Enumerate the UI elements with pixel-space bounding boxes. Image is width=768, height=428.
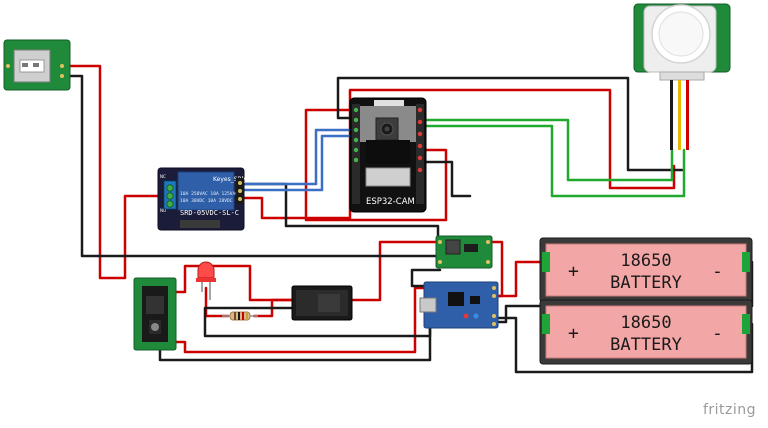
esp32-cam-board: ESP32-CAM	[349, 97, 427, 213]
battery-top: + - 18650 BATTERY	[539, 237, 753, 303]
wire-red-switch-boost	[348, 240, 442, 302]
relay-brand: Keyes_SRly	[213, 176, 247, 183]
relay-module: 10A 250VAC 10A 125VAC 10A 30VDC 10A 28VD…	[157, 167, 247, 231]
dc-jack-icon	[142, 286, 168, 342]
wire-red-relay-esp	[241, 104, 364, 220]
wire-red-charger-bat	[494, 260, 550, 298]
rocker-switch	[291, 285, 353, 321]
esp32-pins-left	[352, 104, 360, 204]
wire-red-dc-switch	[155, 264, 298, 302]
battery-bottom-model: 18650	[620, 313, 671, 333]
relay-nc-label: NC	[160, 174, 166, 179]
resistor	[222, 311, 258, 321]
relay-spec1: 10A 250VAC 10A 125VAC	[180, 191, 238, 197]
battery-top-model: 18650	[620, 251, 671, 271]
battery-bottom-minus: -	[712, 323, 723, 344]
pir-sensor-icon	[643, 4, 717, 73]
usb-port-board	[3, 39, 71, 91]
wire-red-pir	[348, 88, 676, 190]
charger-module	[419, 281, 499, 329]
wire-black-esp-top	[336, 76, 684, 172]
battery-top-plus: +	[568, 261, 579, 282]
wire-red-usb	[68, 64, 166, 280]
led	[196, 261, 216, 300]
fritzing-watermark: fritzing	[702, 402, 756, 418]
battery-top-word: BATTERY	[610, 273, 682, 293]
wire-green-esp-2	[418, 124, 686, 198]
led-icon	[196, 261, 216, 282]
battery-bottom-word: BATTERY	[610, 335, 682, 355]
battery-bottom-plus: +	[568, 323, 579, 344]
boost-converter	[435, 235, 493, 269]
wire-blue-2	[241, 134, 354, 192]
relay-spec2: 10A 30VDC 10A 28VDC	[180, 198, 233, 204]
wire-red-dc-charger	[155, 286, 428, 354]
relay-no-label: NO	[160, 208, 166, 213]
dc-jack-board	[133, 277, 177, 351]
battery-top-minus: -	[712, 261, 723, 282]
wire-black-boost-in	[410, 268, 442, 288]
wire-red-esp-bottom	[304, 108, 448, 222]
esp32-label: ESP32-CAM	[366, 197, 415, 207]
pir-sensor	[633, 3, 731, 150]
battery-bottom: + - 18650 BATTERY	[539, 299, 753, 365]
wire-green-esp-pir	[418, 118, 674, 182]
wire-black-esp-pir	[418, 160, 472, 198]
rocker-switch-icon	[291, 285, 353, 321]
relay-model: SRD-05VDC-SL-C	[180, 209, 239, 217]
resistor-icon	[229, 311, 251, 321]
usb-port-icon	[13, 49, 51, 83]
wire-blue-1	[241, 128, 354, 186]
esp32-pins-right	[416, 104, 424, 204]
wire-black-dc-charger	[155, 324, 432, 362]
